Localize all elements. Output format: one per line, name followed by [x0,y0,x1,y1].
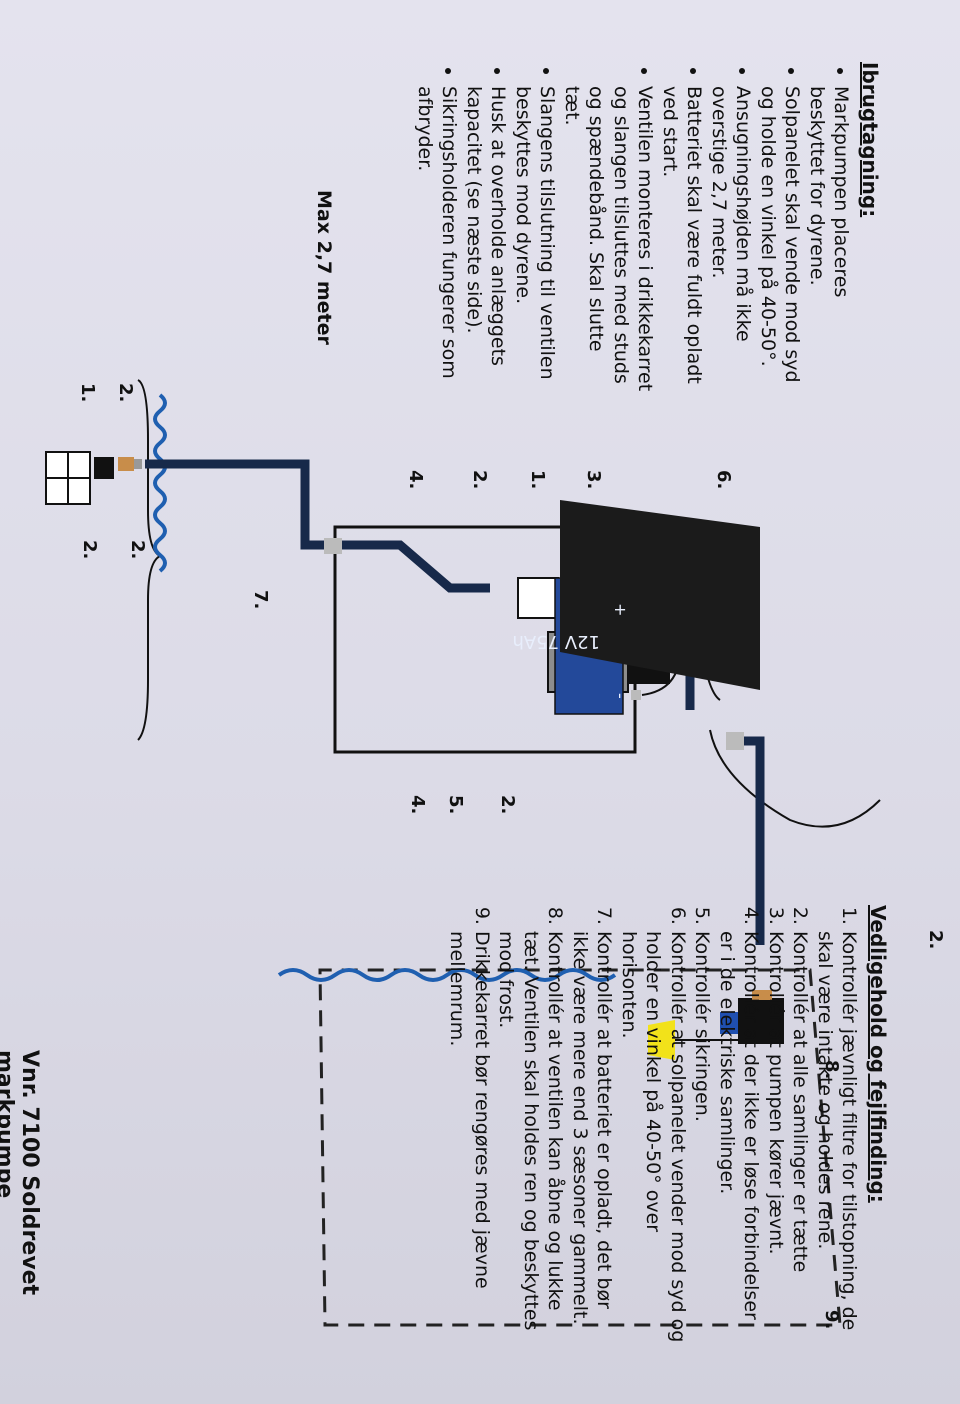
list-item: Markpumpen placeres beskyttet for dyrene… [805,86,854,392]
valve-outlet [720,1012,738,1034]
list-item: Husk at overholde anlæggets kapacitet (s… [462,86,511,392]
max-height-label: Max 2,7 meter [313,190,335,345]
box-inlet-fitting [324,538,342,554]
list-item: Kontrollér at ventilen kan åbne og lukke… [494,931,568,1345]
drinking-trough [318,968,842,1327]
intake-hose [145,459,335,550]
product-footer: Vnr. 7100 Soldrevet markpumpe [0,1050,42,1296]
filter-housing [517,577,559,619]
intake-clamp [134,459,142,469]
outlet-hose [744,736,765,945]
intake-coupling [118,457,134,471]
ibrugtagning-list: Markpumpen placeres beskyttet for dyrene… [413,62,854,392]
box-outlet-fitting [726,732,744,750]
list-item: Kontrollér at batteriet er opladt, det b… [568,931,617,1345]
intake-water-wave [153,393,167,573]
trough-water [277,968,617,982]
list-item: Solpanelet skal vende mod syd og holde e… [756,86,805,392]
height-brace [137,379,163,741]
list-item: Kontrollér at pumpen kører jævnt. [764,931,789,1345]
ibrugtagning-section: Ibrugtagning: Markpumpen placeres beskyt… [413,62,882,392]
list-item: Kontrollér at der ikke er løse forbindel… [715,931,764,1345]
solar-panel [560,500,760,690]
list-item: Batteriet skal være fuldt opladt ved sta… [658,86,707,392]
list-item: Slangens tilslutning til ventilen beskyt… [511,86,560,392]
list-item: Kontrollér jævnligt filtre for tilstopni… [813,931,862,1345]
valve-coupling [752,990,772,1000]
list-item: Ventilen monteres i drikkekarret og slan… [560,86,658,392]
list-item: Drikkekarret bør rengøres med jævne mell… [445,931,494,1345]
list-item: Sikringsholderen fungerer som afbryder. [413,86,462,392]
intake-valve [94,457,114,479]
list-item: Ansugningshøjden må ikke overstige 2,7 m… [707,86,756,392]
float [648,1020,675,1060]
float-valve [738,998,784,1044]
hose-in-box [335,540,490,593]
panel-cable [709,729,881,828]
vedligehold-section: Vedligehold og fejlfinding: Kontrollér j… [445,905,891,1345]
list-item: Kontrollér at alle samlinger er tætte [788,931,813,1345]
list-item: Kontrollér sikringen. [690,931,715,1345]
list-item: Kontrollér at solpanelet vender mod syd … [617,931,691,1345]
vedligehold-list: Kontrollér jævnligt filtre for tilstopni… [445,905,862,1345]
intake-filter [45,451,91,505]
ibrugtagning-heading: Ibrugtagning: [858,62,882,218]
vedligehold-heading: Vedligehold og fejlfinding: [866,905,890,1203]
